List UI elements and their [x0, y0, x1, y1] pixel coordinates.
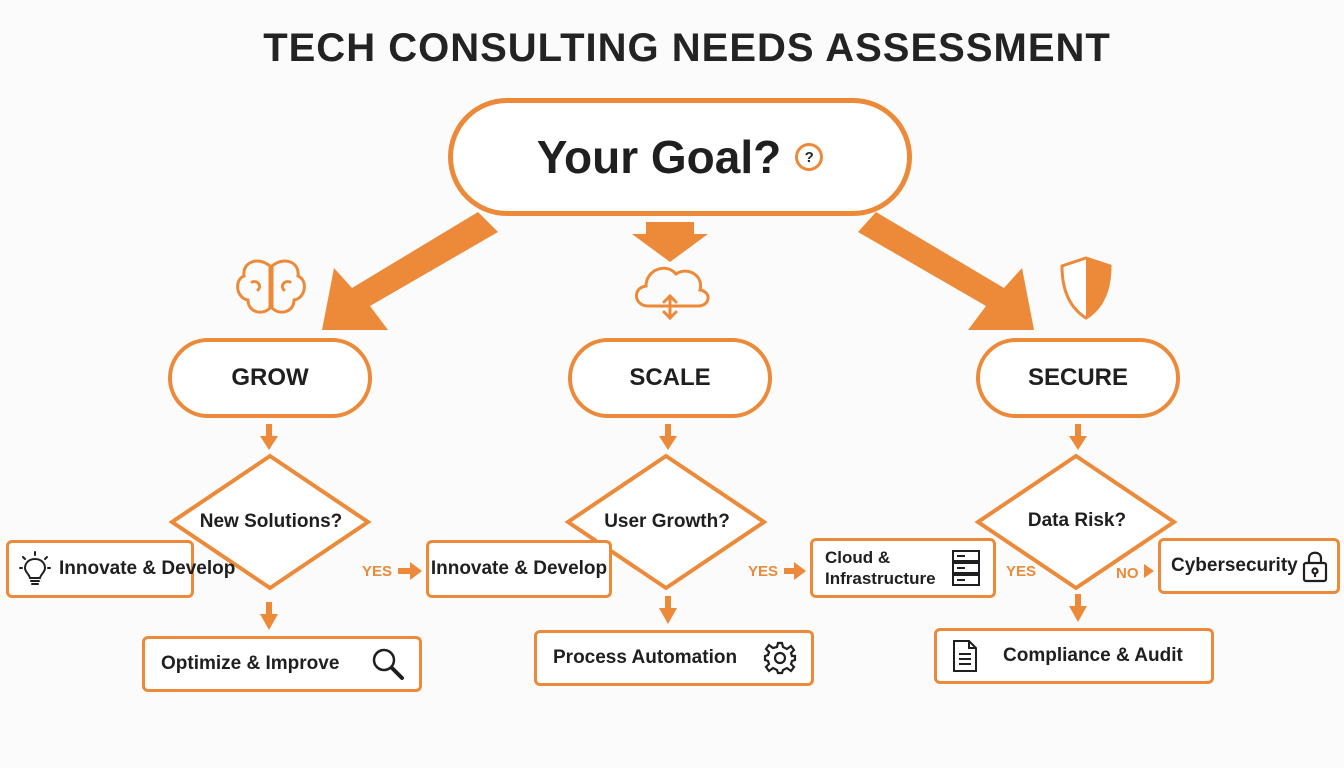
outcome-label-line1: Cloud &: [825, 548, 891, 567]
question-icon: ?: [795, 143, 824, 171]
outcome-cloud-infrastructure: Cloud & Infrastructure: [810, 538, 996, 598]
branch-grow: GROW: [168, 338, 372, 418]
goal-label: Your Goal?: [536, 131, 782, 183]
goal-node: Your Goal? ?: [448, 98, 912, 216]
outcome-label: Compliance & Audit: [1003, 645, 1183, 666]
outcome-innovate-side: Innovate & Develop: [6, 540, 235, 598]
outcome-label: Cybersecurity: [1171, 555, 1298, 576]
outcome-label-line2: Infrastructure: [825, 569, 936, 588]
magnifier-icon: [372, 648, 404, 680]
outcome-label: Optimize & Improve: [161, 653, 340, 674]
branch-label: SCALE: [629, 364, 711, 391]
arrow-secure-to-question: [1069, 424, 1087, 450]
arrow-grow-to-bottom: [260, 602, 278, 630]
arrow-scale-yes: [784, 562, 806, 580]
arrow-goal-to-scale: [632, 222, 708, 262]
yes-label-secure: YES: [1006, 563, 1037, 580]
outcome-optimize: Optimize & Improve: [142, 636, 422, 692]
arrow-grow-to-question: [260, 424, 278, 450]
arrow-goal-to-secure: [858, 212, 1034, 330]
yes-label-scale: YES: [748, 563, 779, 580]
arrow-scale-to-question: [659, 424, 677, 450]
outcome-process-automation: Process Automation: [534, 630, 814, 686]
branch-scale: SCALE: [568, 338, 772, 418]
question-scale: User Growth?: [604, 511, 730, 532]
page-title: TECH CONSULTING NEEDS ASSESSMENT: [263, 26, 1111, 70]
outcome-label: Process Automation: [553, 647, 738, 668]
server-icon: [952, 550, 980, 586]
outcome-compliance-audit: Compliance & Audit: [934, 628, 1214, 684]
document-icon: [953, 640, 977, 672]
yes-label-grow: YES: [362, 563, 393, 580]
no-label-secure: NO: [1116, 565, 1139, 582]
arrow-secure-to-bottom: [1069, 594, 1087, 622]
question-secure: Data Risk?: [1027, 510, 1127, 531]
decision-diamond-grow: [168, 453, 372, 591]
arrow-scale-to-bottom: [659, 596, 677, 624]
outcome-innovate: Innovate & Develop: [426, 540, 612, 598]
cloud-icon: [635, 266, 710, 321]
decision-diamond-secure: [974, 453, 1178, 591]
arrow-grow-yes: [398, 562, 422, 580]
question-grow: New Solutions?: [199, 511, 343, 532]
branch-secure: SECURE: [976, 338, 1180, 418]
lightbulb-icon: [19, 551, 51, 585]
outcome-label: Innovate & Develop: [59, 558, 236, 579]
lock-icon: [1302, 551, 1328, 583]
outcome-label: Innovate & Develop: [430, 558, 608, 579]
gear-icon: [763, 641, 797, 675]
branch-label: GROW: [231, 364, 309, 391]
arrow-secure-no: [1144, 564, 1154, 578]
outcome-cybersecurity: Cybersecurity: [1158, 538, 1340, 594]
shield-icon: [1060, 256, 1112, 320]
decision-diamond-scale: [564, 453, 768, 591]
arrow-goal-to-grow: [322, 212, 498, 330]
branch-label: SECURE: [1027, 364, 1129, 391]
brain-icon: [236, 259, 306, 314]
